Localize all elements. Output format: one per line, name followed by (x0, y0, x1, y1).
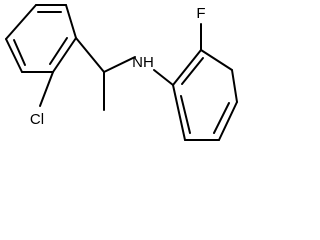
ring-bond (172, 49, 202, 86)
methine-to-amine-bond (103, 56, 136, 73)
ring-double-bond (49, 37, 68, 65)
chlorine-label: Cl (30, 111, 44, 128)
fluorophenyl-ring (172, 49, 238, 141)
ring-double-bond (13, 39, 26, 66)
ring-bond (231, 69, 238, 103)
ring-bond (5, 4, 37, 40)
aryl-to-methine-bond (75, 37, 105, 73)
chlorophenyl-ring (5, 4, 77, 73)
amine-to-aryl-bond (153, 69, 174, 86)
ring-bond (52, 37, 77, 73)
amine-label: NH (132, 54, 154, 71)
ring-bond (218, 101, 238, 141)
ring-bond (200, 49, 233, 71)
ring-double-bond (180, 95, 191, 134)
ring-double-bond (213, 102, 230, 134)
ring-bond (172, 84, 186, 141)
molecule-structure-diagram: NH F Cl (5, 4, 238, 141)
ring-bond (65, 4, 77, 39)
ring-bond (5, 38, 23, 73)
fluorine-label: F (196, 5, 205, 22)
chlorine-bond (39, 71, 54, 107)
ring-double-bond (181, 57, 204, 85)
